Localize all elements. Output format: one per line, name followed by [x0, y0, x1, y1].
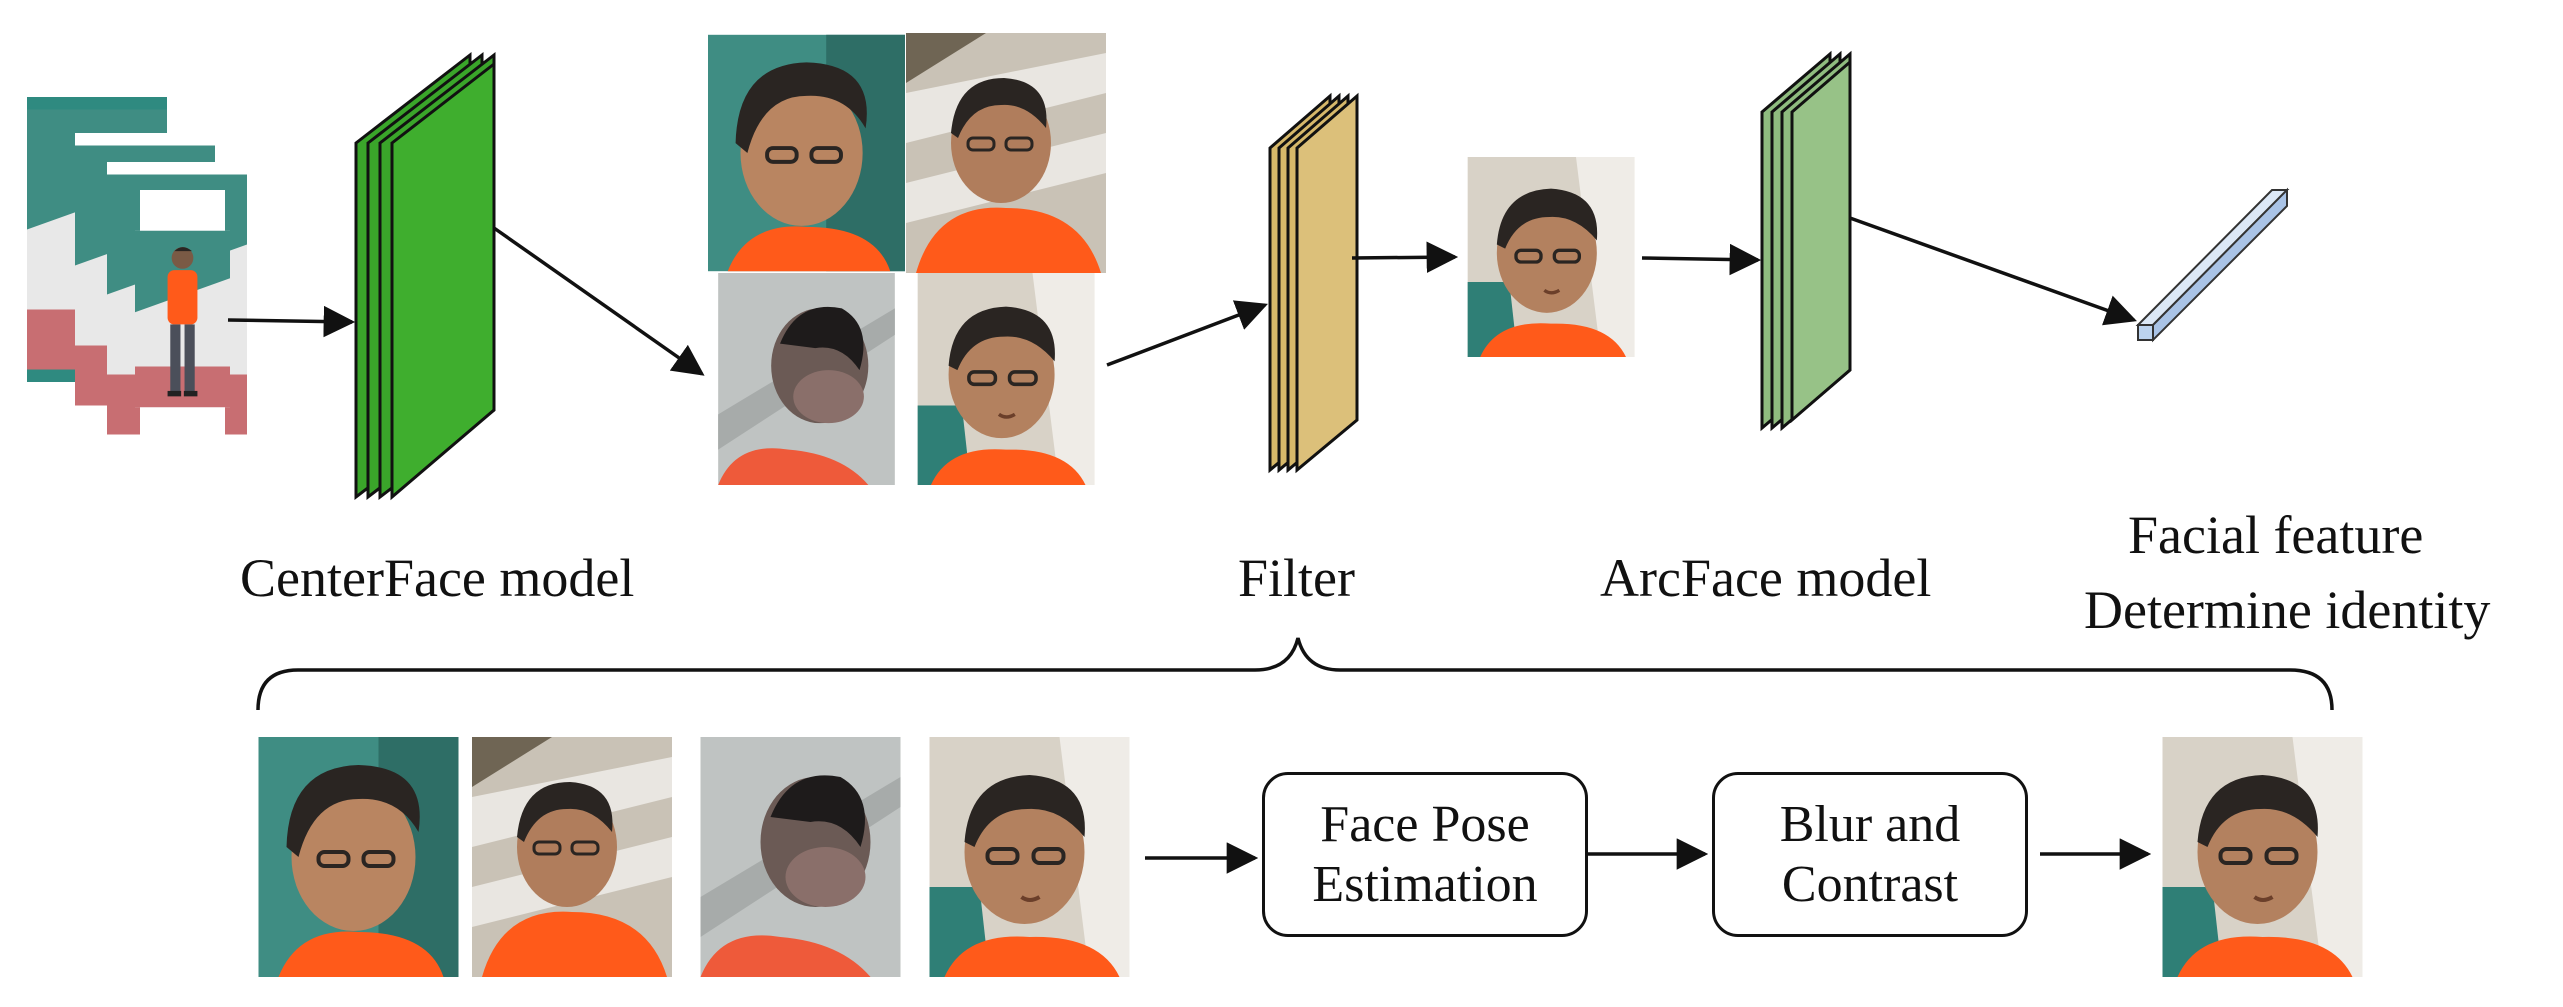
face-crop-1	[708, 33, 905, 273]
arcface-model-label: ArcFace model	[1600, 548, 1932, 608]
face-pose-line2: Estimation	[1312, 855, 1538, 913]
centerface-layers	[354, 51, 496, 501]
face-pose-estimation-box: Face Pose Estimation	[1262, 772, 1588, 937]
filter-label: Filter	[1238, 548, 1355, 608]
arrow-faces-to-filter	[1106, 300, 1268, 367]
blur-line1: Blur and	[1779, 795, 1961, 853]
face-crop-4	[918, 273, 1095, 485]
arrow-face-to-arcface	[1641, 243, 1762, 276]
filter-detail-brace	[256, 637, 2334, 711]
bottom-face-result	[2163, 737, 2363, 977]
arrow-centerface-to-faces	[492, 226, 705, 376]
facial-feature-label: Facial feature	[2128, 505, 2424, 565]
bottom-arrows	[1145, 838, 2152, 874]
feature-vector	[2135, 187, 2290, 343]
detected-faces-grid	[708, 33, 1107, 485]
face-pose-line1: Face Pose	[1320, 795, 1530, 853]
blur-line2: Contrast	[1781, 855, 1959, 913]
arrow-arcface-to-feature	[1849, 216, 2137, 326]
centerface-model-label: CenterFace model	[240, 548, 635, 608]
arcface-layers	[1760, 50, 1852, 432]
selected-face	[1465, 157, 1637, 357]
face-crop-3	[718, 273, 895, 485]
frame-4-person	[135, 230, 230, 408]
top-arrows	[227, 216, 2137, 376]
arrow-frames-to-centerface	[227, 305, 356, 338]
blur-and-contrast-box: Blur and Contrast	[1712, 772, 2028, 937]
determine-identity-label: Determine identity	[2084, 580, 2491, 640]
arrow-filter-to-face	[1351, 241, 1459, 274]
face-crop-2	[905, 33, 1107, 273]
bottom-face-2	[470, 737, 674, 977]
bottom-face-4	[930, 737, 1130, 977]
bottom-face-3	[700, 737, 901, 977]
input-frames	[27, 97, 247, 448]
bottom-face-1	[259, 737, 459, 977]
filter-layers	[1268, 92, 1359, 474]
